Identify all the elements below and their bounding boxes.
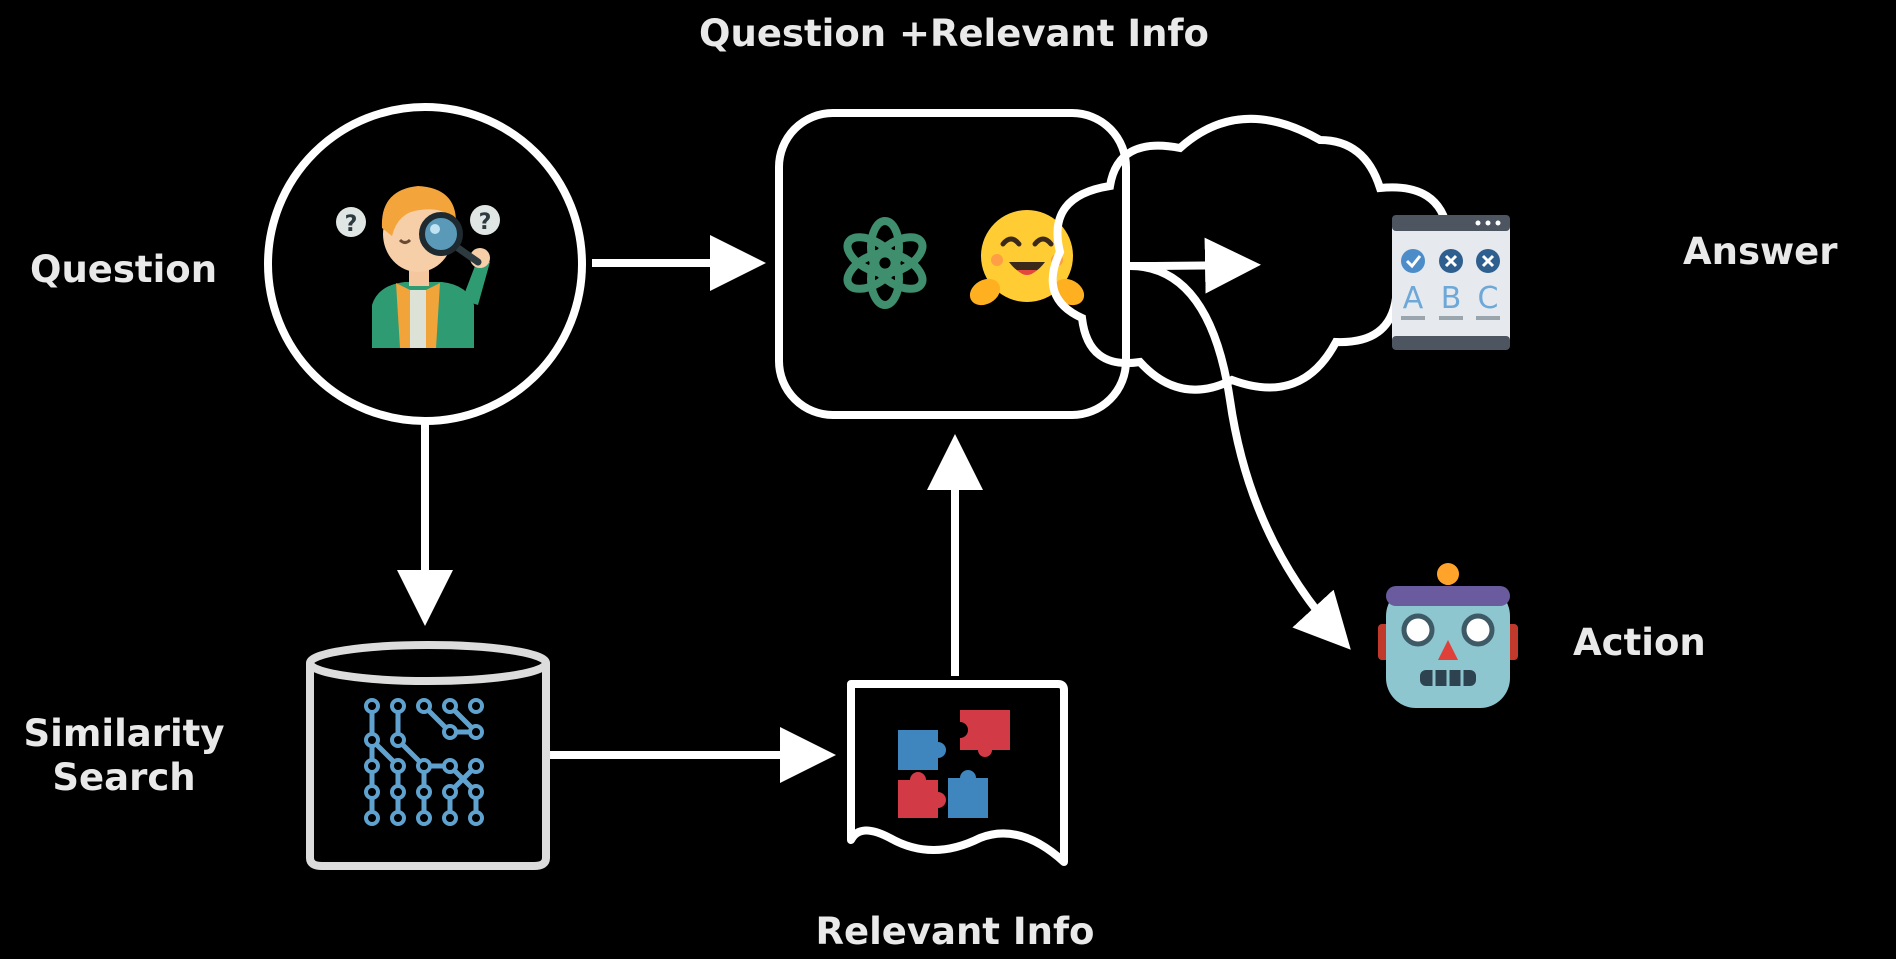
label-similarity-search: Similarity Search: [18, 712, 230, 801]
robot-face-icon: [1378, 563, 1518, 708]
quiz-letter-c: C: [1478, 281, 1499, 316]
quiz-letter-a: A: [1403, 281, 1424, 316]
database-node: [306, 641, 550, 870]
quiz-letter-b: B: [1441, 281, 1462, 316]
arrow-llm-to-action: [1129, 262, 1351, 650]
hugging-face-icon: [969, 210, 1085, 306]
quiz-abc-icon: A B C: [1392, 215, 1510, 350]
label-action: Action: [1573, 621, 1706, 664]
label-similarity-line2: Search: [52, 756, 196, 800]
llm-node: [775, 109, 1130, 419]
puzzle-document-icon: [898, 710, 1010, 818]
person-magnifier-icon: ? ?: [336, 186, 500, 348]
svg-text:?: ?: [345, 212, 358, 237]
label-question: Question: [30, 248, 218, 291]
openai-logo-icon: [843, 217, 927, 309]
label-question-relevant-info: Question +Relevant Info: [699, 12, 1209, 55]
label-similarity-line1: Similarity: [23, 712, 225, 755]
label-relevant-info: Relevant Info: [815, 910, 1095, 953]
database-network-icon: [364, 698, 484, 826]
label-answer: Answer: [1683, 230, 1838, 273]
svg-text:?: ?: [479, 210, 492, 235]
relevant-info-document: [847, 680, 1068, 866]
answer-cloud: [1048, 114, 1453, 394]
